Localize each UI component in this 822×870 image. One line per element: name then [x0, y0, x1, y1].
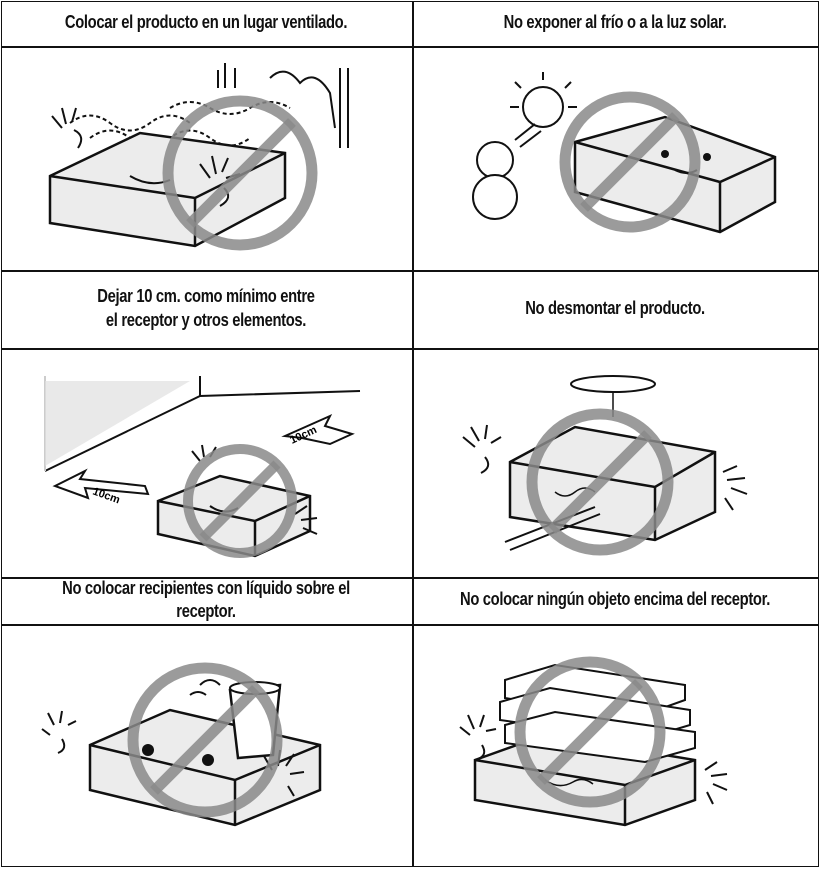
caption-cold-sun: No exponer al frío o a la luz solar.	[448, 1, 783, 45]
disassembly-prohibited-illustration	[455, 372, 785, 567]
caption-objects-on-top: No colocar ningún objeto encima del rece…	[448, 577, 783, 623]
row-divider	[2, 270, 818, 272]
row-divider	[2, 46, 818, 48]
caption-line: el receptor y otros elementos.	[105, 309, 307, 330]
caption-ventilation: Colocar el producto en un lugar ventilad…	[38, 1, 374, 45]
ventilation-illustration	[30, 58, 370, 258]
caption-line: Colocar el producto en un lugar ventilad…	[64, 12, 348, 33]
column-divider	[412, 2, 414, 866]
caption-line: No colocar recipientes con líquido sobre…	[62, 577, 350, 621]
caption-liquid: No colocar recipientes con líquido sobre…	[38, 577, 374, 623]
caption-line: No exponer al frío o a la luz solar.	[503, 12, 727, 33]
objects-on-top-prohibited-illustration	[455, 640, 785, 830]
caption-line: Dejar 10 cm. como mínimo entre	[97, 286, 315, 307]
caption-clearance: Dejar 10 cm. como mínimo entre el recept…	[38, 270, 374, 347]
cold-sun-prohibited-illustration	[455, 62, 795, 252]
caption-line: No desmontar el producto.	[525, 297, 705, 318]
liquid-container-prohibited-illustration	[40, 640, 380, 830]
caption-disassembly: No desmontar el producto.	[448, 270, 783, 347]
row-divider	[2, 348, 818, 350]
caption-line: No colocar ningún objeto encima del rece…	[459, 589, 771, 610]
row-divider	[2, 577, 818, 579]
row-divider	[2, 624, 818, 626]
clearance-10cm-illustration: 10cm 10cm	[40, 376, 380, 561]
